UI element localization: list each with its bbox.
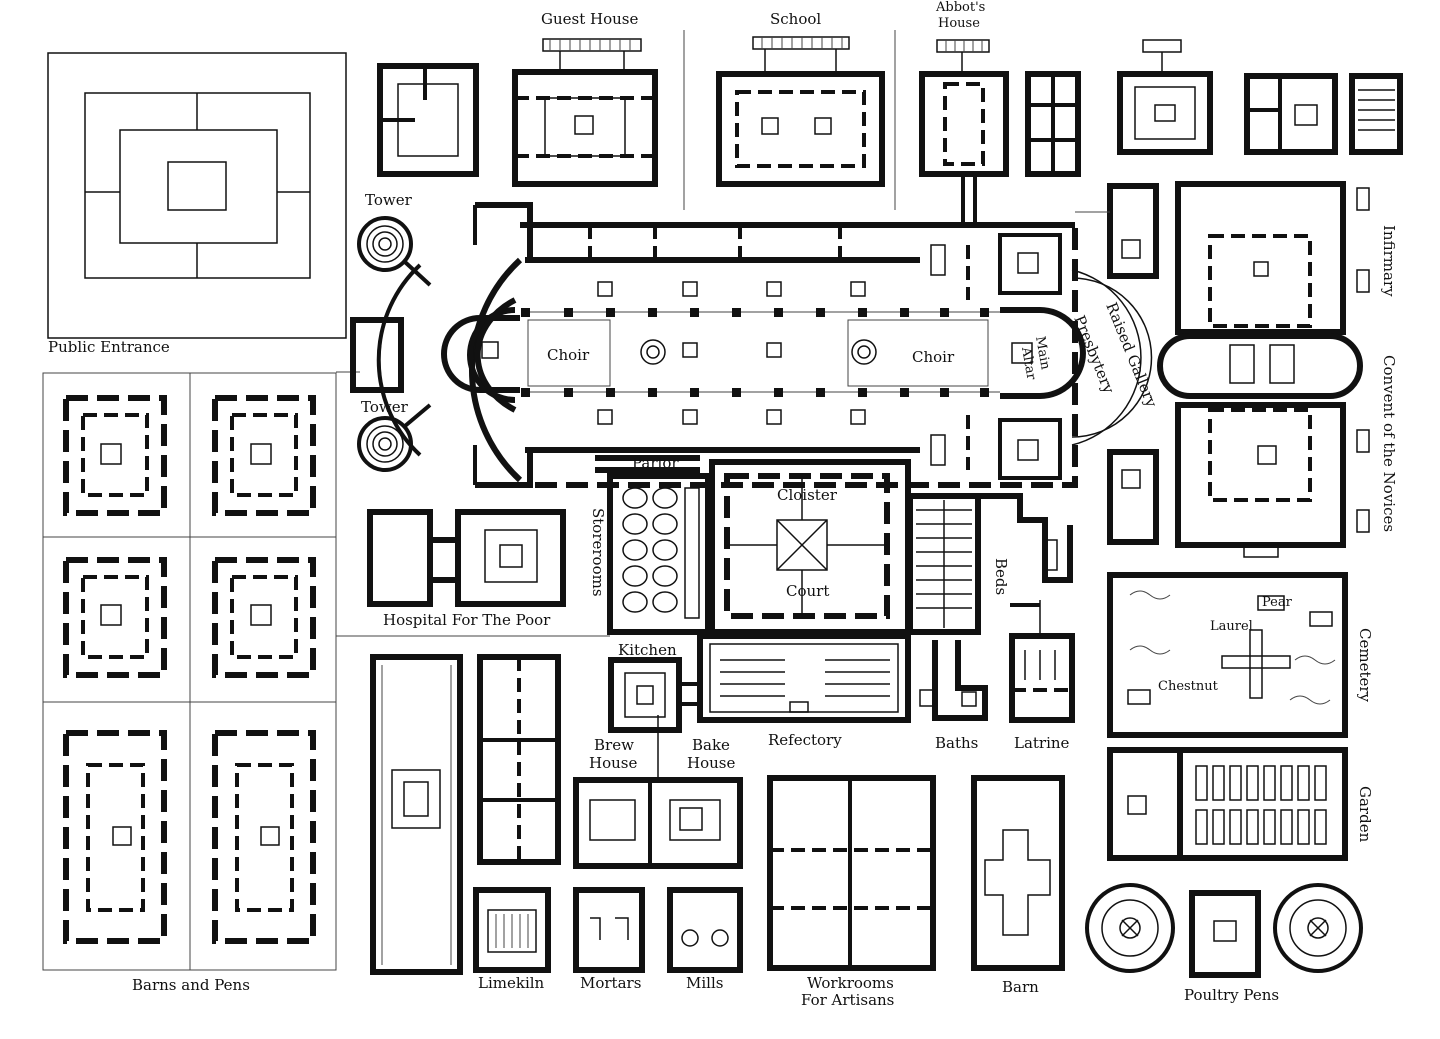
public-entrance-block xyxy=(47,52,347,339)
brew-house-label-1: Brew xyxy=(594,736,634,754)
bake-house-label-2: House xyxy=(687,754,735,772)
guest-house-label: Guest House xyxy=(541,10,638,28)
mortars-label: Mortars xyxy=(580,974,641,992)
infirmary-novices-block xyxy=(1075,181,1370,558)
abbots-house-label-2: House xyxy=(938,16,980,31)
cloister-block xyxy=(595,455,1073,635)
barns-and-pens-label: Barns and Pens xyxy=(132,976,250,994)
public-entrance-label: Public Entrance xyxy=(48,338,170,356)
main-altar-label-2: Altar xyxy=(1018,345,1039,382)
court-label: Court xyxy=(786,582,829,600)
tower-north-label: Tower xyxy=(365,191,413,209)
poultry-coop-left-icon xyxy=(1085,883,1175,973)
tower-south xyxy=(357,403,432,472)
abbots-house-label-1: Abbot's xyxy=(935,0,985,15)
baths-label: Baths xyxy=(935,734,978,752)
tower-north xyxy=(357,216,432,287)
garden-label: Garden xyxy=(1356,786,1374,843)
barn-label: Barn xyxy=(1002,978,1039,996)
storerooms-label: Storerooms xyxy=(589,508,607,597)
barns-and-pens-block xyxy=(42,371,610,971)
poultry-pens-label: Poultry Pens xyxy=(1184,986,1279,1004)
hospital-for-poor-label: Hospital For The Poor xyxy=(383,611,551,629)
tower-south-label: Tower xyxy=(361,398,409,416)
top-row-buildings xyxy=(377,30,1403,222)
mills-label: Mills xyxy=(686,974,723,992)
school-label: School xyxy=(770,10,821,28)
cemetery-inner-1: Laurel xyxy=(1210,619,1253,634)
choir-west-label: Choir xyxy=(547,346,590,364)
lower-workshops xyxy=(370,654,1065,975)
workrooms-label-2: For Artisans xyxy=(801,991,894,1009)
infirmary-label: Infirmary xyxy=(1380,225,1398,297)
cemetery-label: Cemetery xyxy=(1356,628,1374,703)
refectory-block xyxy=(608,600,1075,733)
brew-house-label-2: House xyxy=(589,754,637,772)
kitchen-label: Kitchen xyxy=(618,641,677,659)
beds-label: Beds xyxy=(992,558,1010,595)
cemetery-block xyxy=(1107,572,1348,738)
latrine-label: Latrine xyxy=(1014,734,1070,752)
church xyxy=(350,202,1153,488)
workrooms-label-1: Workrooms xyxy=(807,974,894,992)
convent-of-novices-label: Convent of the Novices xyxy=(1380,355,1398,532)
limekiln-label: Limekiln xyxy=(478,974,545,992)
bake-house-label-1: Bake xyxy=(692,736,730,754)
refectory-label: Refectory xyxy=(768,731,842,749)
garden-block xyxy=(1107,747,1348,861)
parlor-label: Parlor xyxy=(632,454,679,472)
hospital-block xyxy=(367,509,566,607)
poultry-coop-right-icon xyxy=(1273,883,1363,973)
choir-east-label: Choir xyxy=(912,348,955,366)
cloister-label: Cloister xyxy=(777,486,838,504)
cemetery-inner-2: Pear xyxy=(1262,595,1293,610)
main-altar-label-1: Main xyxy=(1032,335,1053,371)
cemetery-inner-3: Chestnut xyxy=(1158,679,1219,694)
nave-columns xyxy=(521,308,989,397)
poultry-pens-block xyxy=(1085,883,1363,978)
